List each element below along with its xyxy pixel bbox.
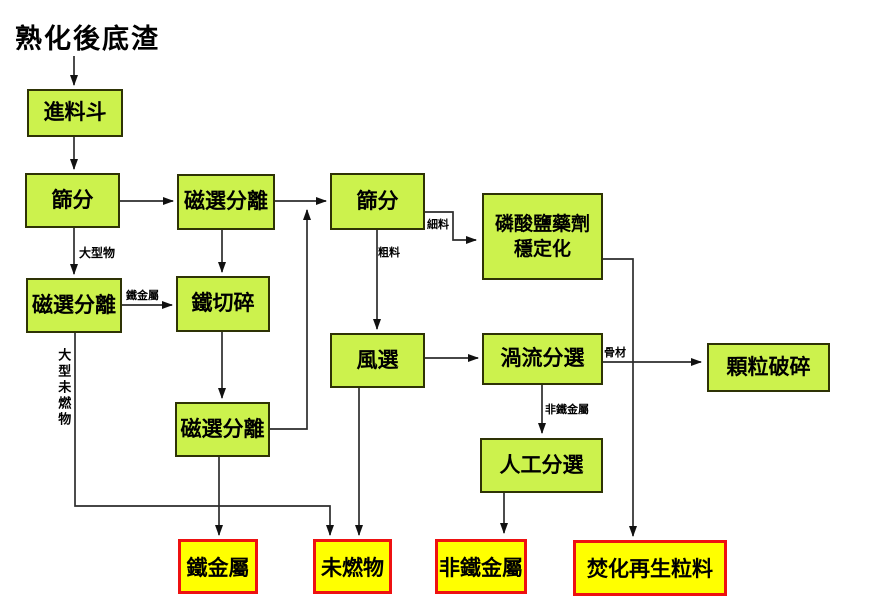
node-screening-2: 篩分 xyxy=(330,173,425,230)
edge-label-fine-material: 細料 xyxy=(427,218,449,231)
node-manual-sorting: 人工分選 xyxy=(480,438,603,493)
node-magnetic-separation-a: 磁選分離 xyxy=(177,174,275,230)
node-particle-crushing: 顆粒破碎 xyxy=(707,343,830,392)
output-ferrous-metal: 鐵金屬 xyxy=(178,539,258,594)
connector-magnetic-c-join-screening2 xyxy=(270,209,311,430)
node-magnetic-separation-c: 磁選分離 xyxy=(175,402,270,457)
node-phosphate-stabilization: 磷酸鹽藥劑穩定化 xyxy=(482,193,603,280)
output-incineration-regenerated-aggregate: 焚化再生粒料 xyxy=(573,540,727,596)
node-eddy-current-separation: 渦流分選 xyxy=(482,333,603,385)
edge-label-non-ferrous-metal: 非鐵金屬 xyxy=(545,403,589,416)
node-screening-1: 篩分 xyxy=(25,173,120,228)
diagram-title: 熟化後底渣 xyxy=(15,24,160,55)
edge-label-aggregate: 骨材 xyxy=(604,346,626,359)
node-feed-hopper: 進料斗 xyxy=(27,89,123,137)
node-air-classification: 風選 xyxy=(330,333,425,388)
node-iron-shredding: 鐵切碎 xyxy=(176,276,270,332)
edge-label-coarse-material: 粗料 xyxy=(378,246,400,259)
edge-label-large-items: 大型物 xyxy=(79,246,116,260)
edge-label-large-unburned: 大型未燃物 xyxy=(55,348,71,428)
connector-phosphate-to-aggregate-output xyxy=(603,258,637,537)
connector-screening2-to-phosphate xyxy=(425,211,477,244)
output-unburned-material: 未燃物 xyxy=(313,539,392,594)
node-magnetic-separation-b: 磁選分離 xyxy=(26,278,122,333)
edge-label-ferrous-metal: 鐵金屬 xyxy=(126,289,159,302)
output-non-ferrous-metal: 非鐵金屬 xyxy=(435,539,527,594)
connector-magnetic-b-to-unburned xyxy=(74,333,334,536)
